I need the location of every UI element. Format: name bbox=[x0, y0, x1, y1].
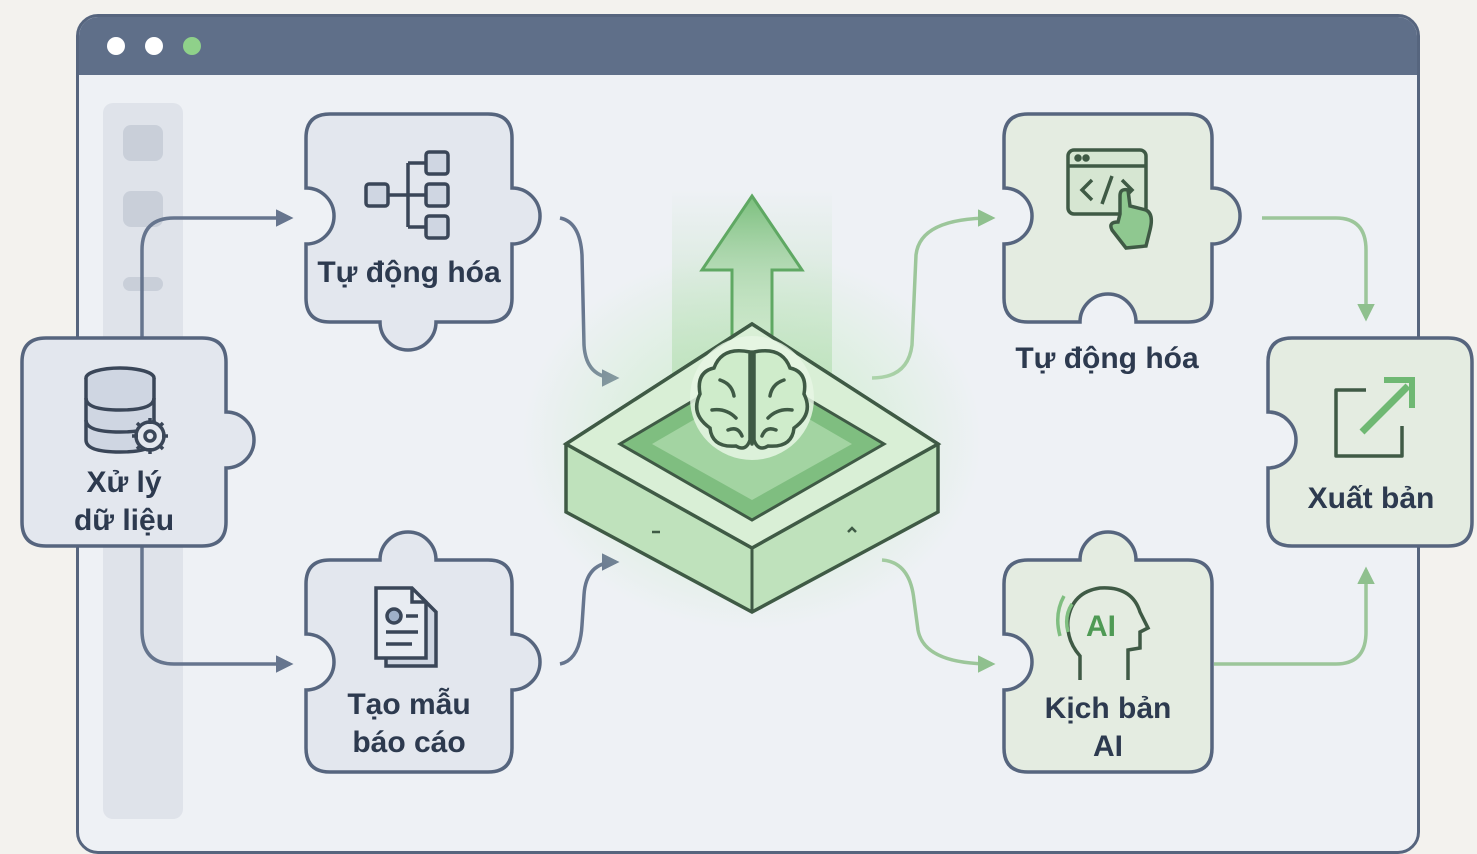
connector-ai-to-publish bbox=[1214, 566, 1375, 666]
report-template-label: Tạo mẫu báo cáo bbox=[306, 686, 512, 762]
automation-right-label-text: Tự động hóa bbox=[1015, 342, 1199, 375]
puzzle-piece-ai-script[interactable] bbox=[1002, 530, 1214, 774]
publish-label-text: Xuất bản bbox=[1307, 482, 1435, 515]
source-label: Xử lý dữ liệu bbox=[42, 464, 206, 540]
sidebar-placeholder-item bbox=[123, 125, 163, 161]
window-minimize-dot[interactable] bbox=[145, 37, 163, 55]
automation-right-label: Tự động hóa bbox=[1000, 340, 1214, 378]
svg-text:AI: AI bbox=[1086, 610, 1116, 643]
external-link-icon bbox=[1334, 377, 1415, 458]
database-gear-icon bbox=[84, 366, 168, 454]
connector-source-to-report bbox=[140, 545, 294, 673]
window-close-dot[interactable] bbox=[107, 37, 125, 55]
report-template-label-line2: báo cáo bbox=[352, 726, 466, 759]
ai-script-label-line2: AI bbox=[1093, 730, 1123, 763]
connector-source-to-automation bbox=[140, 209, 294, 340]
document-icon bbox=[374, 586, 438, 668]
ai-script-label-line1: Kịch bản bbox=[1044, 692, 1172, 725]
source-label-line2: dữ liệu bbox=[73, 504, 175, 537]
puzzle-piece-automation-left[interactable] bbox=[304, 112, 542, 352]
code-click-icon bbox=[1066, 148, 1154, 250]
brain-icon bbox=[694, 349, 810, 450]
connector-lines bbox=[140, 209, 1375, 673]
window-titlebar bbox=[79, 17, 1417, 75]
report-template-label-line1: Tạo mẫu bbox=[347, 688, 471, 721]
ai-script-label: Kịch bản AI bbox=[1004, 690, 1212, 766]
source-label-line1: Xử lý bbox=[86, 466, 162, 499]
window-maximize-dot[interactable] bbox=[183, 37, 201, 55]
connector-automation-to-publish bbox=[1262, 216, 1375, 322]
ai-head-icon: AI bbox=[1056, 586, 1151, 680]
puzzle-piece-publish[interactable] bbox=[1266, 336, 1474, 548]
publish-label: Xuất bản bbox=[1286, 480, 1456, 518]
automation-left-label: Tự động hóa bbox=[306, 254, 512, 292]
automation-left-label-text: Tự động hóa bbox=[317, 256, 501, 289]
hierarchy-tree-icon bbox=[364, 150, 450, 240]
